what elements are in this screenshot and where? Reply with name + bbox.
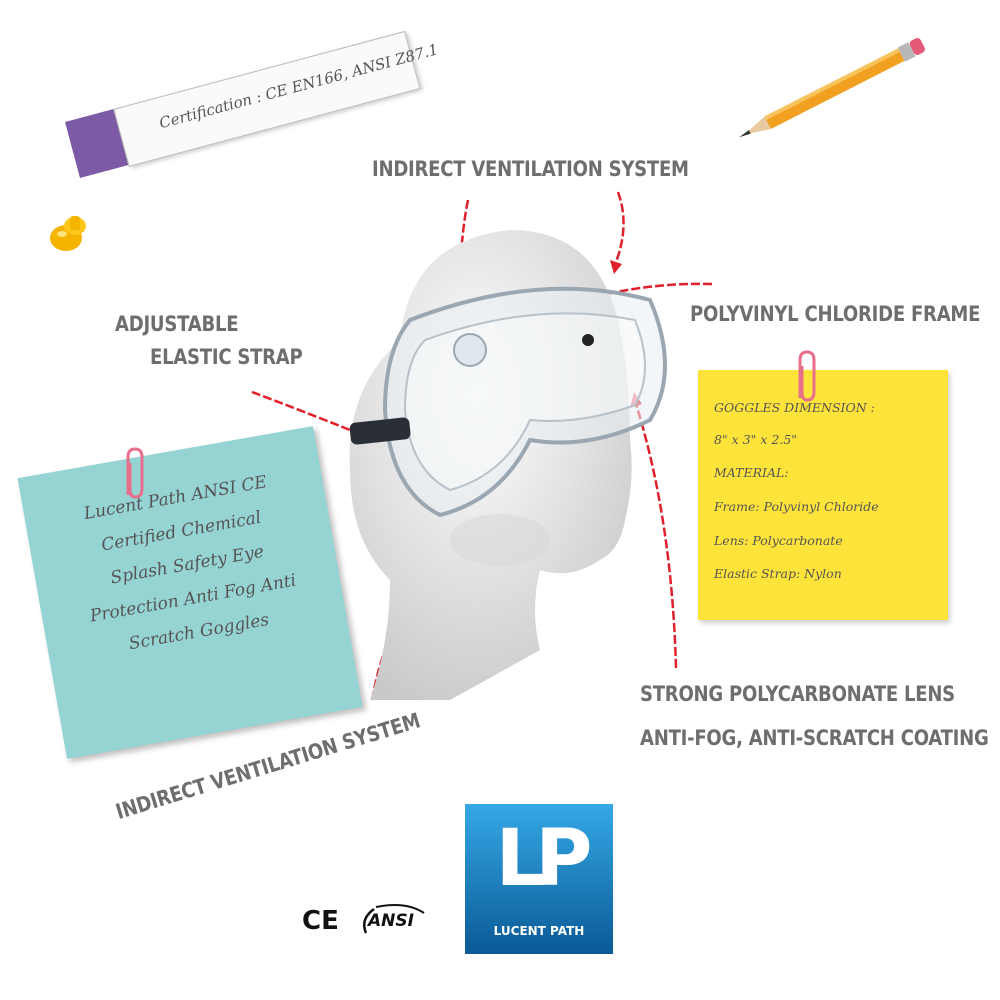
paperclip-icon [126,447,144,499]
dimension-label: GOGGLES DIMENSION : [714,400,875,415]
material-lens: Lens: Polycarbonate [714,533,843,548]
callout-lens-line2: ANTI-FOG, ANTI-SCRATCH COATING [640,726,989,750]
arrow-vent-top-right [614,191,625,263]
callout-strap-line2: ELASTIC STRAP [150,345,303,369]
pencil-icon [739,38,925,138]
callout-frame: POLYVINYL CHLORIDE FRAME [690,302,981,326]
paperclip-icon [798,350,816,402]
arrow-lens [634,403,678,669]
ansi-text: ANSI [368,911,414,931]
blue-note-text: Lucent Path ANSI CE Certified Chemical S… [44,459,330,672]
blue-sticky-note: Lucent Path ANSI CE Certified Chemical S… [17,426,363,759]
lucent-path-logo: LP LUCENT PATH [465,804,613,954]
goggles-image[interactable] [330,250,690,530]
material-strap: Elastic Strap: Nylon [714,566,842,581]
yellow-sticky-note: GOGGLES DIMENSION : 8" x 3" x 2.5" MATER… [698,370,948,620]
pushpin-icon [50,216,86,251]
callout-vent-top: INDIRECT VENTILATION SYSTEM [372,157,689,181]
logo-monogram: LP [495,814,593,904]
ansi-mark-icon: ANSI [356,903,428,939]
material-label: MATERIAL: [714,465,789,480]
callout-lens-line1: STRONG POLYCARBONATE LENS [640,682,955,706]
logo-name: LUCENT PATH [493,924,585,938]
callout-strap-line1: ADJUSTABLE [115,312,239,336]
arrow-strap [251,390,361,436]
dimension-value: 8" x 3" x 2.5" [714,432,798,447]
ce-mark-icon: CE [302,906,339,936]
material-frame: Frame: Polyvinyl Chloride [714,499,879,514]
